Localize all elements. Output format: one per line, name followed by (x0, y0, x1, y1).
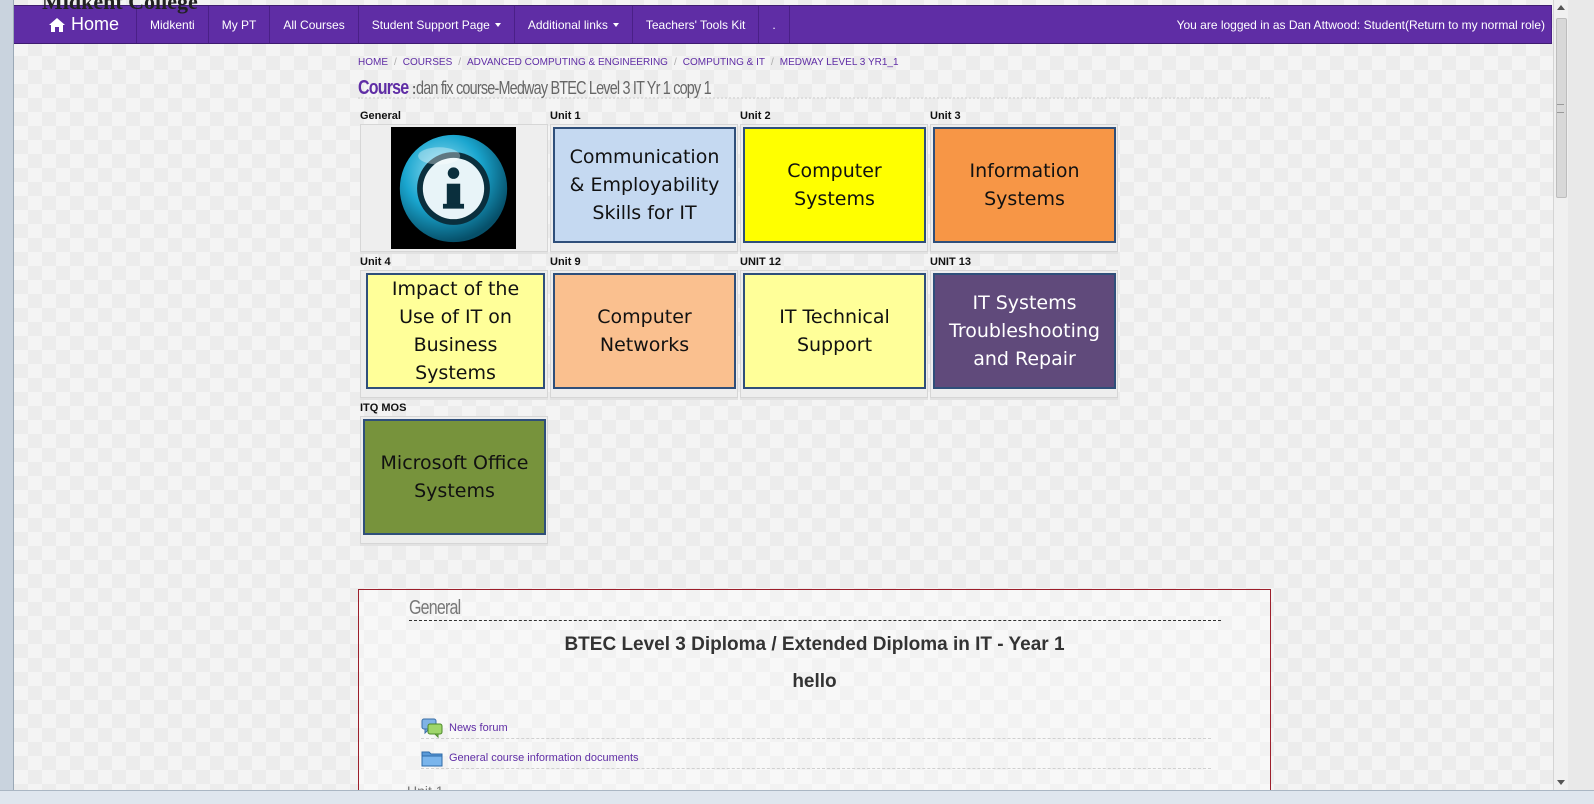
tile-unit-2: Unit 2 Computer Systems (740, 110, 928, 252)
vertical-scrollbar[interactable] (1553, 0, 1568, 790)
nav-item-label: . (772, 17, 776, 32)
folder-icon (421, 751, 443, 766)
home-icon (49, 17, 65, 32)
tile-link-unit-1[interactable]: Communication & Employability Skills for… (553, 127, 736, 243)
scroll-down-icon[interactable] (1557, 780, 1565, 785)
tile-link-unit-3[interactable]: Information Systems (933, 127, 1116, 243)
breadcrumb-department[interactable]: COMPUTING & IT (682, 57, 765, 68)
section-heading: General (409, 597, 1221, 621)
nav-item-label: My PT (221, 17, 257, 32)
nav-item-label: All Courses (283, 17, 345, 32)
breadcrumb-separator: / (770, 57, 774, 68)
tile-link-unit-9[interactable]: Computer Networks (553, 273, 736, 389)
tile-general: General (360, 110, 548, 252)
site-name: Midkent College (42, 0, 198, 14)
tile-label: Unit 3 (930, 110, 961, 122)
tile-label: UNIT 13 (930, 256, 971, 268)
info-icon[interactable] (391, 127, 516, 249)
window-frame-left (0, 0, 14, 804)
tile-link-unit-2[interactable]: Computer Systems (743, 127, 926, 243)
tile-box: Impact of the Use of IT on Business Syst… (360, 270, 548, 398)
activity-general-docs[interactable]: General course information documents (421, 747, 1211, 769)
breadcrumb-courses[interactable]: COURSES (402, 57, 453, 68)
tile-unit-9: Unit 9 Computer Networks (550, 256, 738, 398)
page-title: Course : dan fix course-Medway BTEC Leve… (358, 77, 1270, 99)
tile-box: Communication & Employability Skills for… (550, 124, 738, 252)
tile-label: Unit 4 (360, 256, 391, 268)
breadcrumb-separator: / (394, 57, 397, 68)
tile-unit-1: Unit 1 Communication & Employability Ski… (550, 110, 738, 252)
breadcrumb: HOME / COURSES / ADVANCED COMPUTING & EN… (358, 57, 899, 68)
tile-unit-13: UNIT 13 IT Systems Troubleshooting and R… (930, 256, 1118, 398)
nav-item-label: Midkenti (150, 17, 195, 32)
tile-label: Unit 2 (740, 110, 771, 122)
tile-box: Information Systems (930, 124, 1118, 252)
tile-itq-mos: ITQ MOS Microsoft Office Systems (360, 402, 548, 544)
tile-link-unit-4[interactable]: Impact of the Use of IT on Business Syst… (366, 273, 545, 389)
course-name: dan fix course-Medway BTEC Level 3 IT Yr… (416, 78, 712, 98)
nav-item-teachers-tools[interactable]: Teachers' Tools Kit (633, 6, 760, 43)
tile-box: IT Systems Troubleshooting and Repair (930, 270, 1118, 398)
activity-link[interactable]: News forum (449, 721, 508, 734)
tile-unit-12: UNIT 12 IT Technical Support (740, 256, 928, 398)
tile-label: UNIT 12 (740, 256, 781, 268)
forum-icon (421, 718, 443, 738)
scroll-up-icon[interactable] (1557, 5, 1565, 10)
breadcrumb-separator: / (458, 57, 462, 68)
nav-home-label: Home (71, 14, 120, 34)
tile-label: General (360, 110, 401, 122)
tile-unit-4: Unit 4 Impact of the Use of IT on Busine… (360, 256, 548, 398)
nav-item-dot[interactable]: . (759, 6, 790, 43)
nav-item-label: Additional links (527, 17, 608, 32)
tile-label: ITQ MOS (360, 402, 407, 414)
window-frame-bottom (0, 790, 1594, 804)
nav-item-student-support[interactable]: Student Support Page (359, 6, 515, 43)
nav-spacer (790, 6, 1177, 43)
tile-unit-3: Unit 3 Information Systems (930, 110, 1118, 252)
tile-link-unit-12[interactable]: IT Technical Support (743, 273, 926, 389)
caret-down-icon (612, 22, 619, 27)
nav-item-additional-links[interactable]: Additional links (515, 6, 633, 43)
breadcrumb-faculty[interactable]: ADVANCED COMPUTING & ENGINEERING (467, 57, 668, 68)
nav-item-all-courses[interactable]: All Courses (270, 6, 359, 43)
tile-box: Computer Systems (740, 124, 928, 252)
breadcrumb-separator: / (673, 57, 677, 68)
tile-box: Computer Networks (550, 270, 738, 398)
tile-box: IT Technical Support (740, 270, 928, 398)
nav-item-midkenti[interactable]: Midkenti (137, 6, 209, 43)
scroll-grip-icon (1557, 104, 1564, 113)
tile-link-itq-mos[interactable]: Microsoft Office Systems (363, 419, 546, 535)
tile-label: Unit 9 (550, 256, 581, 268)
breadcrumb-home[interactable]: HOME (358, 57, 388, 68)
nav-item-my-pt[interactable]: My PT (209, 6, 271, 43)
general-section: General BTEC Level 3 Diploma / Extended … (358, 589, 1271, 804)
caret-down-icon (494, 22, 501, 27)
nav-item-label: Teachers' Tools Kit (645, 17, 746, 32)
login-text: You are logged in as Dan Attwood: Studen… (1176, 17, 1545, 32)
scroll-thumb[interactable] (1556, 18, 1567, 198)
window-frame-right (1568, 0, 1594, 804)
activity-news-forum[interactable]: News forum (421, 717, 1211, 739)
course-label: Course : (358, 77, 416, 99)
tile-label: Unit 1 (550, 110, 581, 122)
tile-box[interactable] (360, 124, 548, 252)
tile-link-unit-13[interactable]: IT Systems Troubleshooting and Repair (933, 273, 1116, 389)
section-subtitle: BTEC Level 3 Diploma / Extended Diploma … (564, 634, 1065, 655)
top-navbar: Home Midkenti My PT All Courses Student … (14, 5, 1552, 44)
activity-link[interactable]: General course information documents (449, 751, 639, 764)
login-info[interactable]: You are logged in as Dan Attwood: Studen… (1177, 6, 1552, 43)
nav-home-link[interactable]: Home (14, 6, 138, 43)
tile-box: Microsoft Office Systems (360, 416, 548, 544)
breadcrumb-course[interactable]: MEDWAY LEVEL 3 YR1_1 (779, 57, 899, 68)
section-note: hello (792, 671, 837, 692)
nav-item-label: Student Support Page (371, 17, 490, 32)
